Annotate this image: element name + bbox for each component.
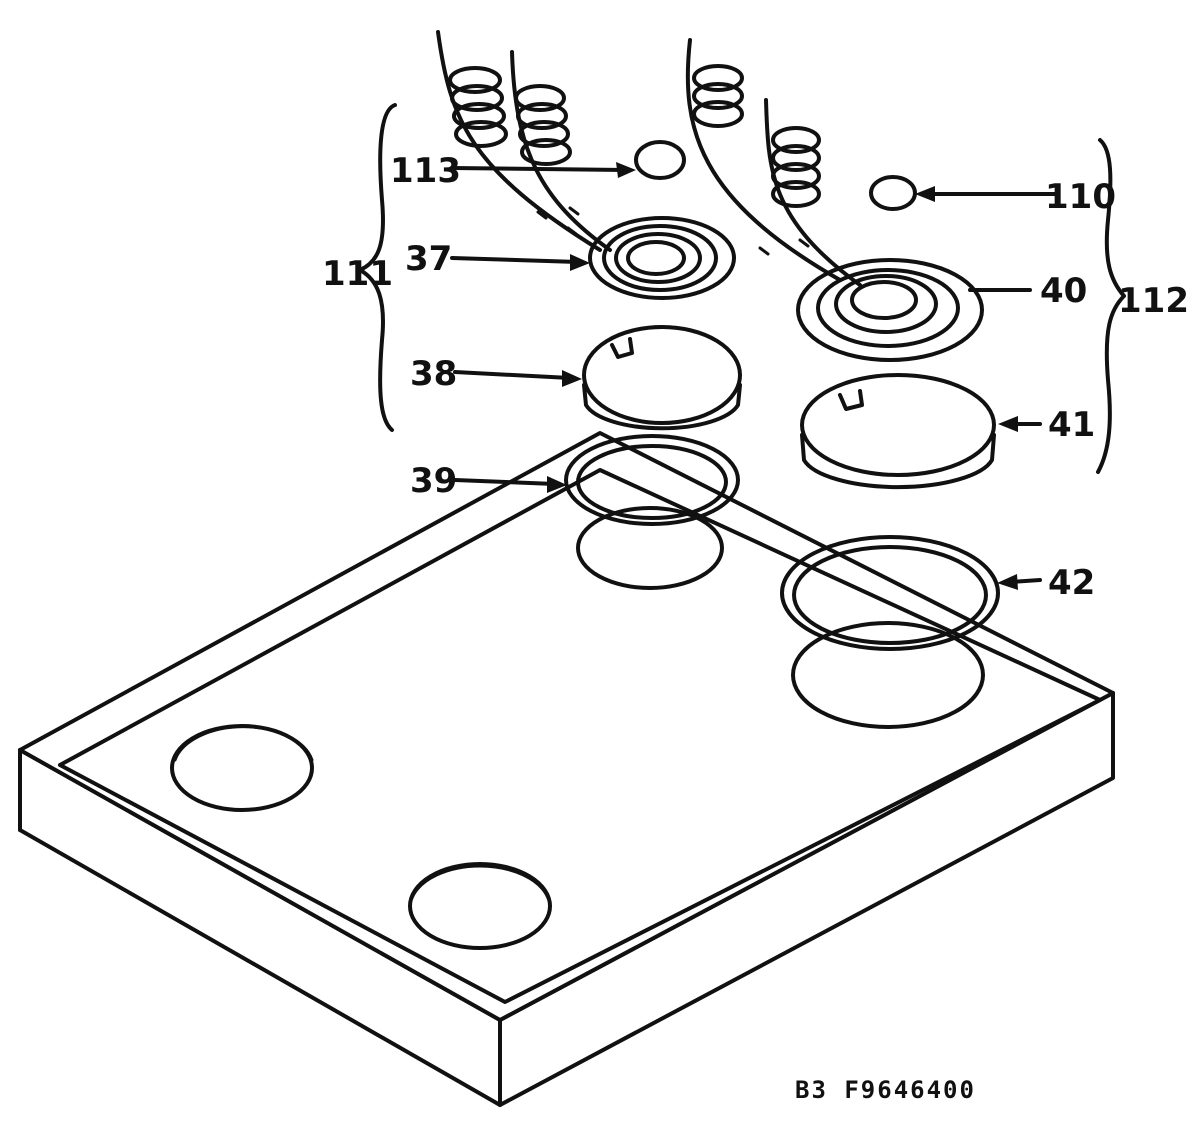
brace-111 xyxy=(358,103,397,432)
part-38-cap xyxy=(582,325,742,431)
leader-arrows xyxy=(450,162,1060,590)
spring-2 xyxy=(514,84,572,166)
part-42-ring xyxy=(780,535,1000,651)
part-39-ring xyxy=(564,434,740,526)
brace-112 xyxy=(1096,138,1126,474)
label-40: 40 xyxy=(1040,271,1087,311)
spring-1 xyxy=(448,66,508,148)
label-110: 110 xyxy=(1045,177,1116,217)
label-112: 112 xyxy=(1118,281,1189,321)
plate-rim-line xyxy=(58,468,1102,1004)
part-37-coil xyxy=(588,216,736,300)
plate-hole-right xyxy=(791,621,985,729)
part-113-ball xyxy=(634,140,686,180)
part-110-ball xyxy=(869,175,917,211)
plate-hole-left xyxy=(170,724,314,812)
label-113: 113 xyxy=(390,151,461,191)
label-111: 111 xyxy=(322,254,393,294)
label-41: 41 xyxy=(1048,405,1095,445)
label-39: 39 xyxy=(410,461,457,501)
plate-hole-center xyxy=(576,506,724,590)
label-37: 37 xyxy=(405,239,452,279)
drawing-code: B3 F9646400 xyxy=(795,1076,976,1104)
part-40-coil xyxy=(796,258,984,362)
plate-hole-bottom xyxy=(408,862,552,950)
label-42: 42 xyxy=(1048,563,1095,603)
label-38: 38 xyxy=(410,354,457,394)
base-plate xyxy=(18,431,1115,1107)
plate-top-face xyxy=(18,431,1115,1022)
assembly-lines xyxy=(436,30,862,287)
part-41-cap xyxy=(800,373,996,490)
spring-3 xyxy=(692,64,744,128)
